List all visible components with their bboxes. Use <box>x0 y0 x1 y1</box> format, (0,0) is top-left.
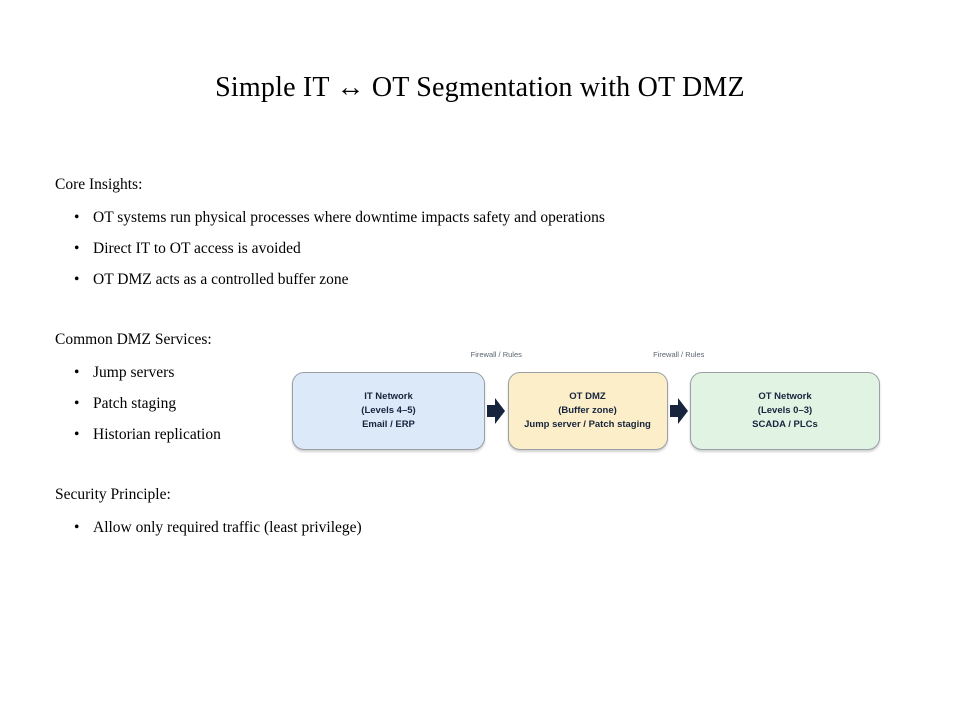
section-security-principle: Security Principle: • Allow only require… <box>55 484 362 543</box>
section-heading-common-dmz-services: Common DMZ Services: <box>55 331 212 348</box>
right-block-arrow-icon <box>487 398 506 424</box>
list-item: • OT DMZ acts as a controlled buffer zon… <box>55 264 605 295</box>
firewall-label: Firewall / Rules <box>470 350 522 359</box>
list-item-label: Patch staging <box>93 395 177 412</box>
right-block-arrow-icon <box>669 398 688 424</box>
list-item: • OT systems run physical processes wher… <box>55 202 605 233</box>
bullet-list-core-insights: • OT systems run physical processes wher… <box>55 202 605 295</box>
section-heading-security-principle: Security Principle: <box>55 486 171 503</box>
bullet-icon: • <box>74 395 80 412</box>
node-title: IT Network <box>364 391 413 402</box>
list-item: • Allow only required traffic (least pri… <box>55 512 362 543</box>
list-item-label: Historian replication <box>93 426 221 443</box>
diagram-node-ot-network: OT Network (Levels 0–3) SCADA / PLCs <box>690 372 880 450</box>
node-detail: Email / ERP <box>362 419 415 430</box>
diagram-node-it-network: IT Network (Levels 4–5) Email / ERP <box>292 372 485 450</box>
connector-firewall-2: Firewall / Rules <box>653 350 704 452</box>
list-item-label: OT DMZ acts as a controlled buffer zone <box>93 271 349 288</box>
bullet-icon: • <box>74 364 80 381</box>
node-title: OT DMZ <box>569 391 606 402</box>
bullet-list-security-principle: • Allow only required traffic (least pri… <box>55 512 362 543</box>
diagram-row: IT Network (Levels 4–5) Email / ERP Fire… <box>292 350 880 452</box>
section-heading-core-insights: Core Insights: <box>55 176 143 193</box>
bullet-icon: • <box>74 271 80 288</box>
list-item-label: OT systems run physical processes where … <box>93 209 605 226</box>
node-subtitle: (Buffer zone) <box>558 405 617 416</box>
list-item-label: Direct IT to OT access is avoided <box>93 240 301 257</box>
diagram-node-ot-dmz: OT DMZ (Buffer zone) Jump server / Patch… <box>507 372 668 450</box>
list-item: • Patch staging <box>55 388 221 419</box>
list-item: • Jump servers <box>55 357 221 388</box>
node-title: OT Network <box>758 391 812 402</box>
bullet-icon: • <box>74 519 80 536</box>
list-item: • Historian replication <box>55 419 221 450</box>
section-core-insights: Core Insights: • OT systems run physical… <box>55 174 605 295</box>
bullet-list-common-dmz-services: • Jump servers • Patch staging • Histori… <box>55 357 221 450</box>
node-subtitle: (Levels 4–5) <box>361 405 416 416</box>
node-subtitle: (Levels 0–3) <box>757 405 813 416</box>
bullet-icon: • <box>74 209 80 226</box>
list-item-label: Allow only required traffic (least privi… <box>93 519 362 536</box>
bullet-icon: • <box>74 240 80 257</box>
page-title: Simple IT ↔ OT Segmentation with OT DMZ <box>215 72 745 103</box>
node-detail: Jump server / Patch staging <box>524 419 651 430</box>
node-detail: SCADA / PLCs <box>752 419 818 430</box>
firewall-label: Firewall / Rules <box>653 350 705 359</box>
list-item-label: Jump servers <box>93 364 175 381</box>
connector-firewall-1: Firewall / Rules <box>471 350 522 452</box>
section-common-dmz-services: Common DMZ Services: • Jump servers • Pa… <box>55 329 221 450</box>
list-item: • Direct IT to OT access is avoided <box>55 233 605 264</box>
segmentation-diagram: IT Network (Levels 4–5) Email / ERP Fire… <box>292 350 880 464</box>
bullet-icon: • <box>74 426 80 443</box>
